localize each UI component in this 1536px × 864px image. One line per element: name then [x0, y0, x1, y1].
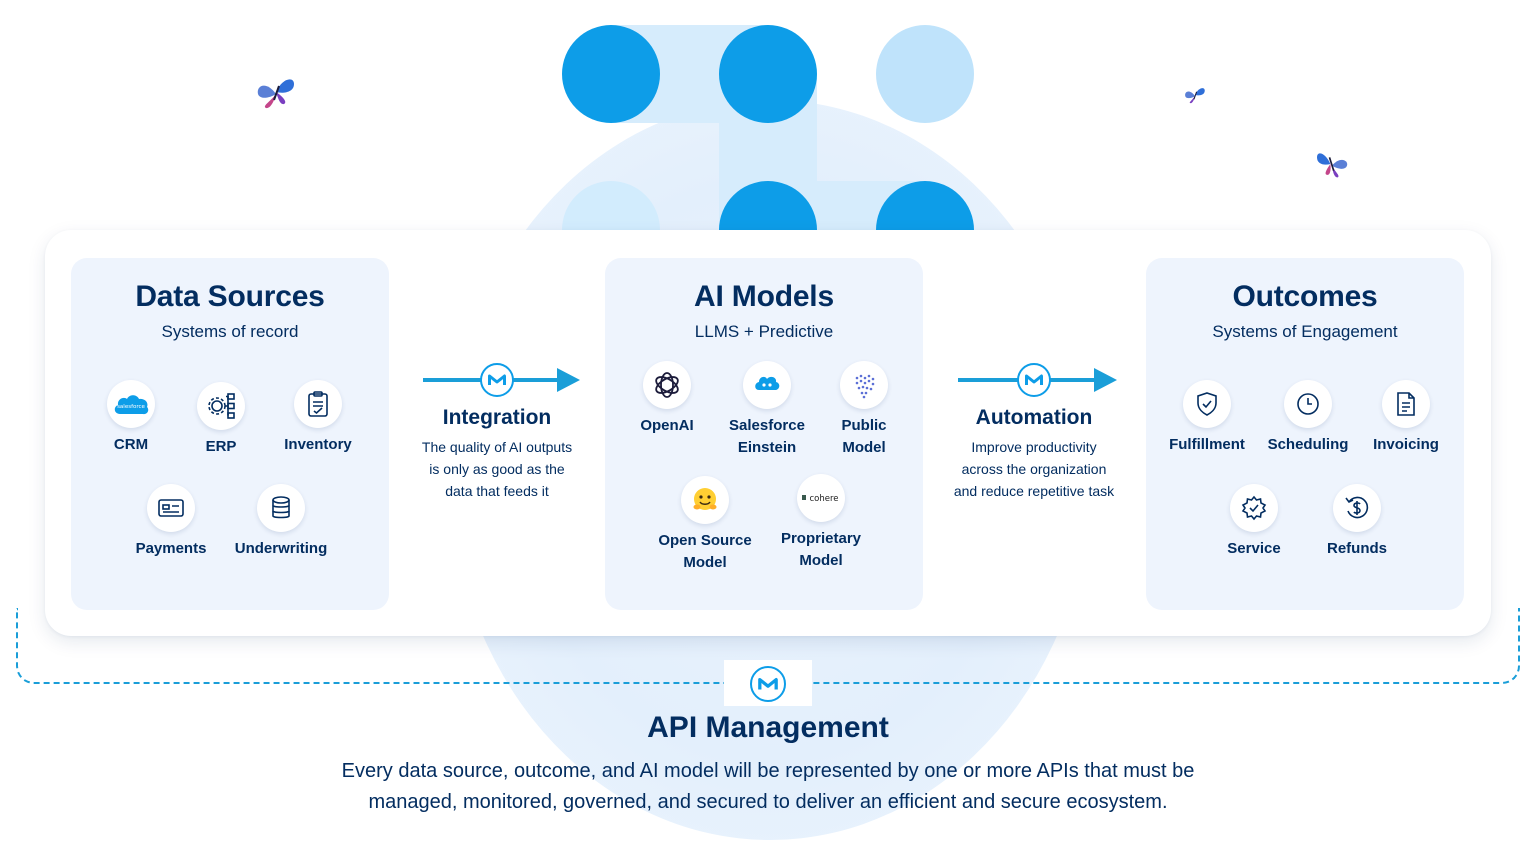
- label-line: OpenAI: [640, 417, 694, 434]
- cohere-logo-text: cohere: [809, 494, 838, 504]
- ai-models-title: AI Models: [694, 280, 834, 313]
- label-line: Public: [841, 417, 887, 434]
- ai-models-panel: AI Models LLMS + Predictive OpenAI: [605, 258, 923, 610]
- outcome-service[interactable]: Service: [1199, 484, 1309, 560]
- hugging-face-icon: [681, 476, 729, 524]
- public-model-icon: [840, 361, 888, 409]
- database-icon: [257, 484, 305, 532]
- api-management-title: API Management: [647, 711, 889, 744]
- ai-model-proprietary[interactable]: cohere Proprietary Model: [766, 474, 876, 572]
- item-label: CRM: [113, 436, 149, 453]
- label-line: Proprietary: [780, 530, 862, 547]
- einstein-icon: [743, 361, 791, 409]
- mulesoft-icon: [480, 363, 514, 397]
- data-sources-title: Data Sources: [135, 280, 325, 313]
- outcomes-subtitle: Systems of Engagement: [1212, 322, 1398, 341]
- item-label: Service: [1227, 540, 1281, 557]
- document-icon: [1382, 380, 1430, 428]
- label-line: Open Source: [658, 532, 752, 549]
- openai-icon: [643, 361, 691, 409]
- cohere-logo-icon: cohere: [797, 474, 845, 522]
- description-line: Every data source, outcome, and AI model…: [341, 760, 1195, 782]
- refund-dollar-icon: [1333, 484, 1381, 532]
- item-label: Payments: [135, 540, 207, 557]
- item-label: Proprietary Model: [766, 528, 876, 572]
- item-label: Salesforce Einstein: [712, 415, 822, 459]
- salesforce-cloud-icon: salesforce: [107, 380, 155, 428]
- ai-models-subtitle: LLMS + Predictive: [694, 322, 834, 341]
- decorative-dot: [876, 25, 974, 123]
- description-line: managed, monitored, governed, and secure…: [368, 791, 1168, 813]
- integration-title: Integration: [442, 406, 552, 429]
- api-management-description: Every data source, outcome, and AI model…: [268, 756, 1268, 818]
- label-line: Model: [683, 554, 727, 571]
- outcome-fulfillment[interactable]: Fulfillment: [1152, 380, 1262, 456]
- automation-flow: Automation Improve productivity across t…: [934, 362, 1134, 502]
- data-source-inventory[interactable]: Inventory: [263, 380, 373, 456]
- label-line: Salesforce: [729, 417, 805, 434]
- item-label: ERP: [205, 438, 237, 455]
- description-line: is only as good as the: [429, 461, 565, 477]
- item-label: Refunds: [1327, 540, 1387, 557]
- integration-description: The quality of AI outputs is only as goo…: [397, 436, 597, 502]
- item-label: Scheduling: [1267, 436, 1349, 453]
- data-source-payments[interactable]: Payments: [116, 484, 226, 560]
- mulesoft-icon: [750, 666, 786, 702]
- data-source-underwriting[interactable]: Underwriting: [226, 484, 336, 560]
- clock-icon: [1284, 380, 1332, 428]
- decorative-dot: [719, 25, 817, 123]
- architecture-card: Data Sources Systems of record salesforc…: [45, 230, 1491, 636]
- api-management-badge: [724, 660, 812, 706]
- label-line: Model: [799, 552, 843, 569]
- description-line: and reduce repetitive task: [953, 483, 1115, 499]
- data-sources-subtitle: Systems of record: [161, 322, 299, 341]
- data-source-erp[interactable]: ERP: [166, 382, 276, 458]
- erp-gear-icon: [197, 382, 245, 430]
- item-label: Underwriting: [234, 540, 328, 557]
- integration-flow: Integration The quality of AI outputs is…: [397, 362, 597, 502]
- butterfly-icon: [1185, 88, 1205, 104]
- description-line: Improve productivity: [971, 439, 1097, 455]
- item-label: OpenAI: [612, 415, 722, 437]
- outcomes-title: Outcomes: [1232, 280, 1378, 313]
- ai-model-openai[interactable]: OpenAI: [612, 361, 722, 437]
- label-line: Einstein: [737, 439, 797, 456]
- outcome-scheduling[interactable]: Scheduling: [1253, 380, 1363, 456]
- ai-model-open-source[interactable]: Open Source Model: [650, 476, 760, 574]
- description-line: data that feeds it: [445, 483, 549, 499]
- label-line: Model: [842, 439, 886, 456]
- decorative-dot: [562, 25, 660, 123]
- clipboard-icon: [294, 380, 342, 428]
- outcome-invoicing[interactable]: Invoicing: [1351, 380, 1461, 456]
- automation-description: Improve productivity across the organiza…: [934, 436, 1134, 502]
- item-label: Public Model: [809, 415, 919, 459]
- description-line: The quality of AI outputs: [421, 439, 573, 455]
- item-label: Fulfillment: [1169, 436, 1245, 453]
- ai-model-einstein[interactable]: Salesforce Einstein: [712, 361, 822, 459]
- automation-arrow: [934, 362, 1134, 398]
- salesforce-logo-text: salesforce: [117, 404, 145, 410]
- description-line: across the organization: [961, 461, 1107, 477]
- card-icon: [147, 484, 195, 532]
- ai-model-public[interactable]: Public Model: [809, 361, 919, 459]
- outcomes-panel: Outcomes Systems of Engagement Fulfillme…: [1146, 258, 1464, 610]
- item-label: Invoicing: [1373, 436, 1439, 453]
- service-gear-icon: [1230, 484, 1278, 532]
- data-sources-panel: Data Sources Systems of record salesforc…: [71, 258, 389, 610]
- automation-title: Automation: [975, 406, 1093, 429]
- outcome-refunds[interactable]: Refunds: [1302, 484, 1412, 560]
- mulesoft-icon: [1017, 363, 1051, 397]
- butterfly-icon: [257, 79, 294, 109]
- shield-check-icon: [1183, 380, 1231, 428]
- item-label: Inventory: [284, 436, 352, 453]
- butterfly-icon: [1317, 153, 1348, 178]
- integration-arrow: [397, 362, 597, 398]
- data-source-crm[interactable]: salesforce CRM: [76, 380, 186, 456]
- item-label: Open Source Model: [650, 530, 760, 574]
